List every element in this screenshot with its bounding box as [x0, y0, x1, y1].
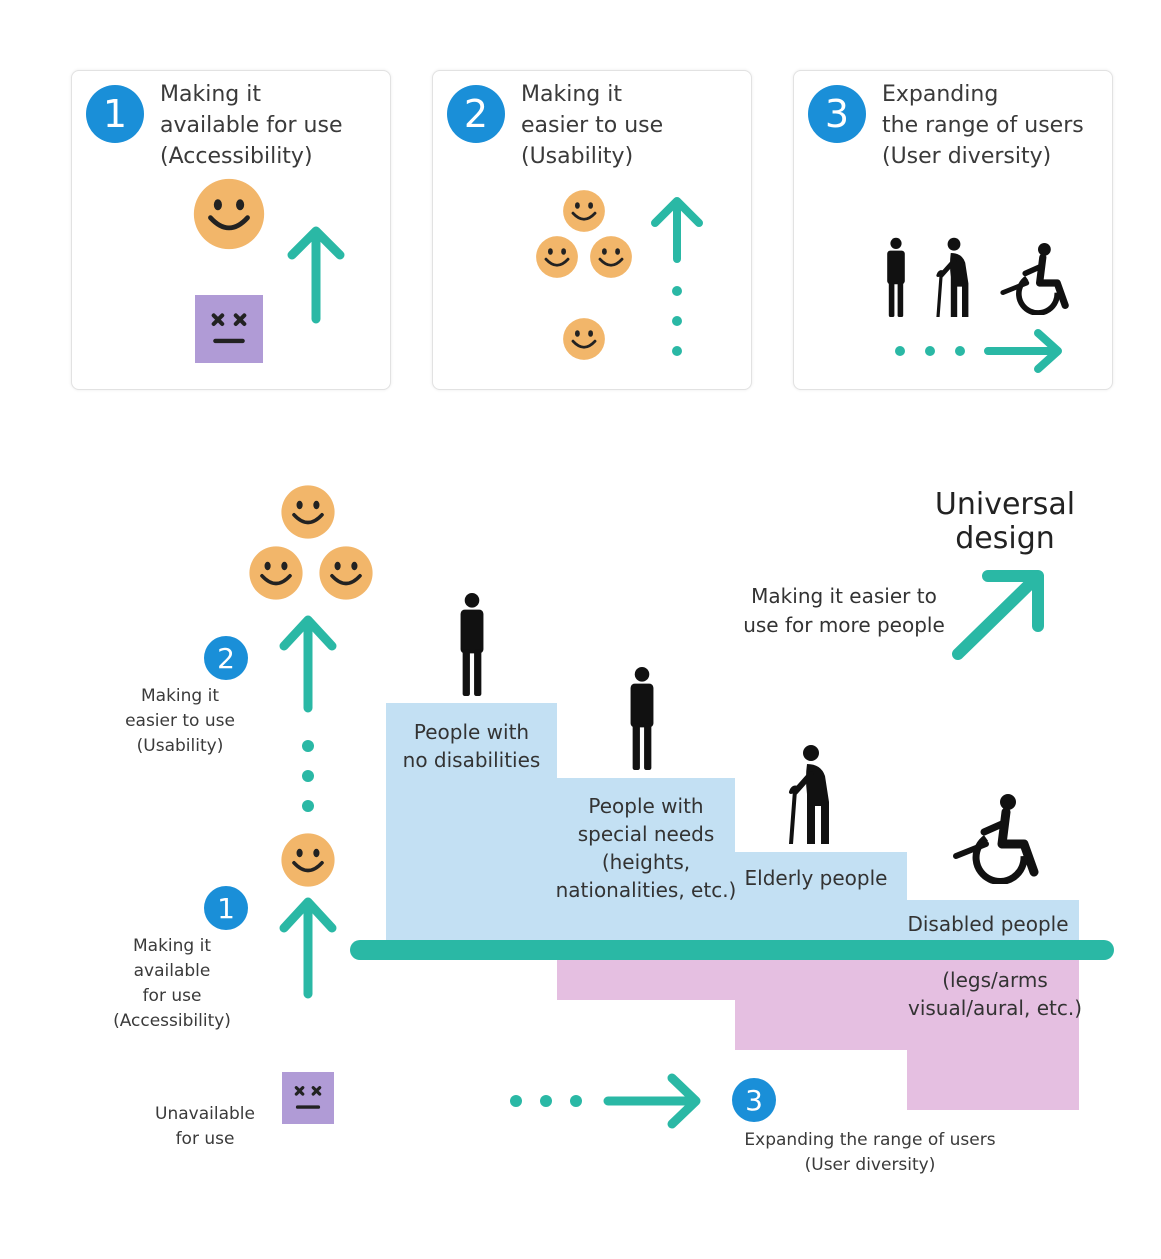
universal-design-subtitle: Making it easier to use for more people: [743, 584, 945, 637]
diversity-label: Expanding the range of users (User diver…: [744, 1130, 996, 1175]
sad-face-icon: [282, 1072, 334, 1124]
step-below-special-needs: [557, 960, 735, 1000]
diversity-arrow-icon: [510, 1073, 701, 1129]
step-label-special-needs: People with special needs (heights, nati…: [555, 794, 737, 902]
disabled-detail-label: (legs/arms visual/aural, etc.): [907, 968, 1083, 1020]
number-badge-2: 2: [204, 636, 248, 680]
step-disabled: [907, 900, 1079, 943]
number-badge-1: 1: [86, 85, 144, 143]
diagonal-arrow-icon: [952, 570, 1044, 660]
person-icon: [630, 667, 654, 770]
unavailable-label: Unavailable for use: [155, 1104, 255, 1149]
step-label-no-disabilities: People with no disabilities: [402, 720, 541, 772]
sad-face-icon: [195, 295, 263, 363]
step-below-elderly: [735, 960, 907, 1050]
dotted-arrow-right-icon: [895, 329, 1062, 373]
number-badge-3: 3: [732, 1078, 776, 1122]
accessibility-label: Making it available for use (Accessibili…: [113, 936, 231, 1031]
smiley-icon: [280, 832, 336, 888]
person-icon: [887, 237, 905, 317]
dotted-arrow-up-icon: [651, 197, 703, 356]
wheelchair-icon: [998, 243, 1070, 315]
smiley-icon: [562, 317, 606, 361]
elderly-person-icon: [780, 744, 842, 844]
smiley-icon: [318, 545, 374, 601]
usability-arrow-icon: [279, 615, 337, 812]
step-no-disabilities: [386, 703, 557, 943]
step-below-disabled: [907, 960, 1079, 1110]
step-special-needs: [557, 778, 735, 943]
smiley-icon: [280, 484, 336, 540]
step-label-elderly: Elderly people: [744, 866, 888, 890]
smiley-icon: [562, 189, 606, 233]
smiley-icon: [535, 235, 579, 279]
usability-label: Making it easier to use (Usability): [125, 686, 235, 756]
accessibility-arrow-icon: [279, 897, 337, 999]
smiley-icon: [248, 545, 304, 601]
card-title-accessibility: Making it available for use (Accessibili…: [160, 82, 343, 169]
smiley-icon: [589, 235, 633, 279]
person-icon: [460, 593, 484, 696]
number-badge-1: 1: [204, 886, 248, 930]
arrow-up-icon: [286, 221, 346, 325]
card-user-diversity: 3 Expanding the range of users (User div…: [793, 70, 1113, 390]
step-label-disabled: Disabled people: [907, 912, 1069, 936]
card-title-usability: Making it easier to use (Usability): [521, 82, 664, 169]
smiley-icon: [192, 177, 266, 251]
universal-design-title: Universal design: [934, 487, 1076, 556]
step-elderly: [735, 852, 907, 943]
number-badge-2: 2: [447, 85, 505, 143]
elderly-person-icon: [930, 237, 978, 317]
number-badge-3: 3: [808, 85, 866, 143]
card-accessibility: 1 Making it available for use (Accessibi…: [71, 70, 391, 390]
wheelchair-icon: [950, 794, 1040, 884]
card-title-user-diversity: Expanding the range of users (User diver…: [882, 82, 1084, 169]
card-usability: 2 Making it easier to use (Usability): [432, 70, 752, 390]
baseline-bar: [350, 940, 1114, 960]
